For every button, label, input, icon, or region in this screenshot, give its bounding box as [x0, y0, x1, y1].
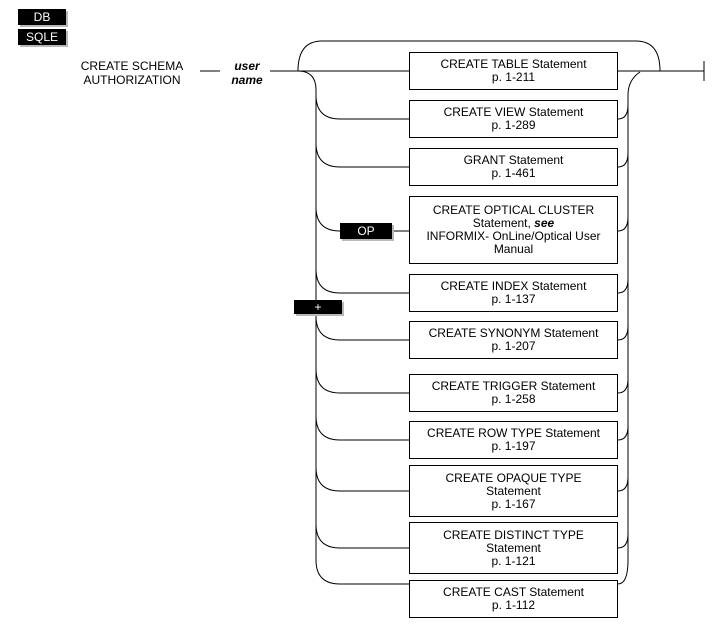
- box-line: CREATE INDEX Statement: [440, 279, 587, 293]
- user-name-variable: user name: [222, 59, 272, 87]
- create-schema-line2: AUTHORIZATION: [83, 73, 181, 87]
- create-distinct-type-box: CREATE DISTINCT TYPE Statement p. 1-121: [409, 522, 618, 574]
- create-trigger-box: CREATE TRIGGER Statement p. 1-258: [409, 374, 618, 412]
- box-page-ref: p. 1-197: [491, 439, 536, 453]
- box-line: Statement: [486, 483, 541, 498]
- box-page-ref: p. 1-167: [491, 496, 536, 511]
- box-page-ref: p. 1-207: [491, 339, 536, 353]
- box-line: Manual: [493, 242, 534, 256]
- create-optical-cluster-box: CREATE OPTICAL CLUSTER Statement, see IN…: [409, 196, 618, 264]
- box-line: CREATE ROW TYPE Statement: [427, 426, 600, 440]
- create-cast-box: CREATE CAST Statement p. 1-112: [409, 580, 618, 618]
- create-table-box: CREATE TABLE Statement p. 1-211: [409, 52, 618, 90]
- box-line: CREATE CAST Statement: [443, 585, 584, 599]
- user-name-line1: user: [234, 59, 260, 73]
- box-line: CREATE OPTICAL CLUSTER: [432, 203, 595, 217]
- box-line: CREATE OPAQUE TYPE: [445, 470, 582, 485]
- op-tag: OP: [340, 223, 392, 239]
- box-page-ref: p. 1-289: [491, 118, 536, 132]
- user-name-line2: name: [231, 73, 263, 87]
- create-schema-keyword: CREATE SCHEMA AUTHORIZATION: [68, 59, 196, 87]
- box-page-ref: p. 1-137: [491, 292, 536, 306]
- box-line: CREATE DISTINCT TYPE: [443, 527, 584, 542]
- create-index-box: CREATE INDEX Statement p. 1-137: [409, 274, 618, 312]
- box-page-ref: p. 1-121: [491, 553, 536, 568]
- box-line: CREATE SYNONYM Statement: [428, 326, 599, 340]
- create-row-type-box: CREATE ROW TYPE Statement p. 1-197: [409, 421, 618, 459]
- box-page-ref: p. 1-461: [491, 166, 536, 180]
- create-view-box: CREATE VIEW Statement p. 1-289: [409, 100, 618, 138]
- box-page-ref: p. 1-258: [491, 392, 536, 406]
- box-line: Statement: [486, 540, 541, 555]
- box-line: CREATE VIEW Statement: [443, 105, 584, 119]
- plus-tag: +: [294, 300, 342, 314]
- box-page-ref: p. 1-112: [491, 598, 536, 612]
- sqle-tag: SQLE: [18, 29, 66, 45]
- create-synonym-box: CREATE SYNONYM Statement p. 1-207: [409, 321, 618, 359]
- box-line: Statement, see: [473, 217, 554, 230]
- create-schema-line1: CREATE SCHEMA: [80, 59, 184, 73]
- box-line: GRANT Statement: [463, 153, 564, 167]
- box-line-part: Statement, see: [472, 216, 555, 230]
- see-emphasis: see: [534, 216, 555, 230]
- grant-box: GRANT Statement p. 1-461: [409, 148, 618, 186]
- db-tag: DB: [18, 9, 66, 25]
- create-opaque-type-box: CREATE OPAQUE TYPE Statement p. 1-167: [409, 465, 618, 517]
- box-line: CREATE TRIGGER Statement: [431, 379, 596, 393]
- box-line: CREATE TABLE Statement: [440, 57, 587, 71]
- box-page-ref: p. 1-211: [491, 70, 536, 84]
- box-line: INFORMIX- OnLine/Optical User: [426, 229, 601, 243]
